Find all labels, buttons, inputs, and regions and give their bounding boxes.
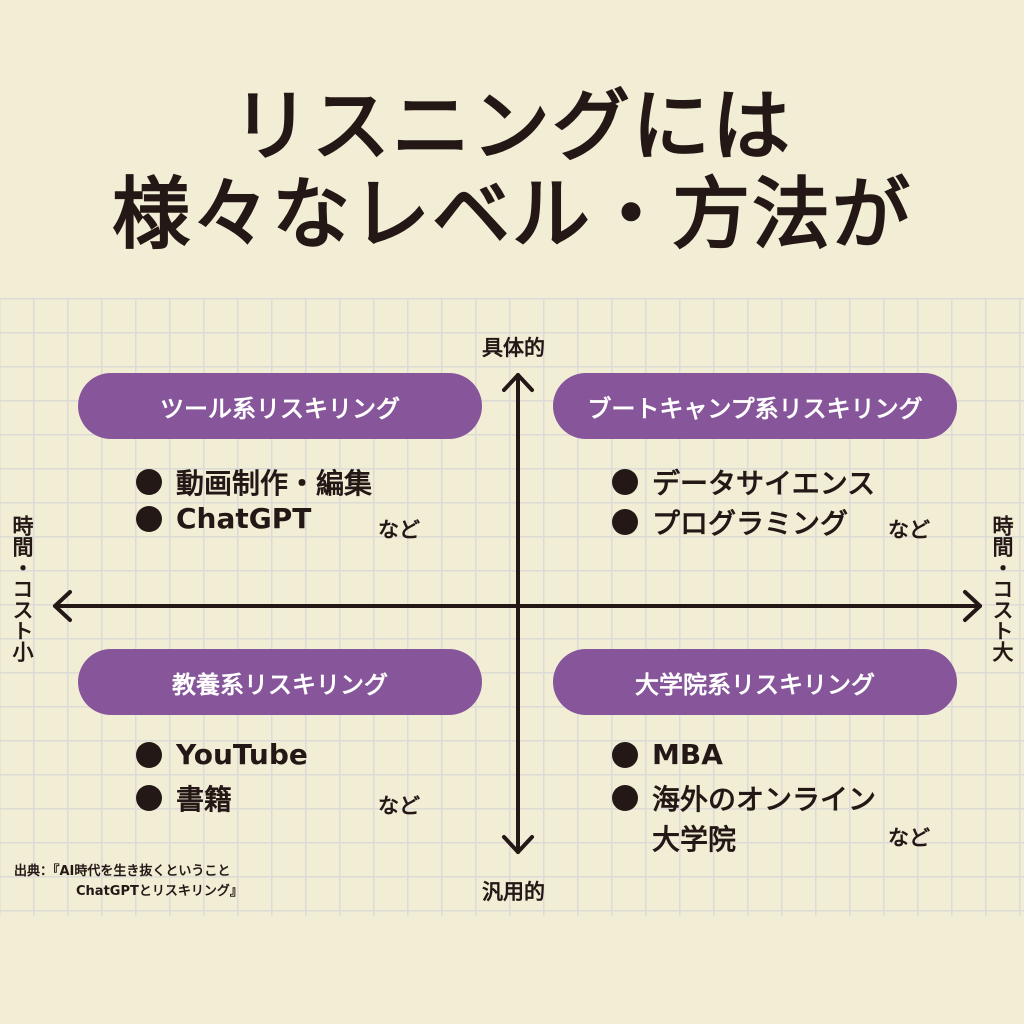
bullet-icon <box>612 469 638 495</box>
arrow-up-icon <box>502 373 534 392</box>
arrow-down-icon <box>502 835 534 854</box>
bullet-icon <box>136 785 162 811</box>
etc-label: など <box>888 518 930 542</box>
source-line-2: ChatGPTとリスキリング』 <box>76 884 243 899</box>
quadrant-label-bootcamp: ブートキャンプ系リスキリング <box>553 373 957 439</box>
axis-label-left: 時間・コスト小 <box>10 515 34 662</box>
item-text: データサイエンス <box>652 467 876 500</box>
title-line-2: 様々なレベル・方法が <box>111 170 912 260</box>
list-item: プログラミング <box>612 502 848 542</box>
etc-label: など <box>378 518 420 542</box>
list-item: 動画制作・編集 <box>136 462 372 502</box>
bullet-icon <box>136 469 162 495</box>
bullet-icon <box>136 741 162 768</box>
item-text: 動画制作・編集 <box>176 467 373 500</box>
etc-label: など <box>378 794 420 818</box>
list-item: MBA <box>612 738 723 771</box>
bullet-icon <box>612 509 638 535</box>
list-item-continuation: 大学院 <box>652 818 736 858</box>
list-item: 海外のオンライン <box>612 778 876 818</box>
item-text: YouTube <box>176 738 308 771</box>
item-text: 大学院 <box>652 823 737 856</box>
arrow-right-icon <box>963 590 982 622</box>
item-text: プログラミング <box>652 507 849 540</box>
item-text: 海外のオンライン <box>652 783 877 816</box>
quadrant-label-graduate: 大学院系リスキリング <box>553 649 957 715</box>
source-line-1: 出典：『AI時代を生き抜くということ <box>14 864 231 879</box>
list-item: ChatGPT <box>136 502 311 535</box>
item-text: ChatGPT <box>176 502 312 535</box>
bullet-icon <box>612 741 638 768</box>
axis-label-right: 時間・コスト大 <box>990 515 1014 662</box>
title-line-1: リスニングには <box>231 82 792 172</box>
source-citation: 出典：『AI時代を生き抜くということ ChatGPTとリスキリング』 <box>14 862 243 902</box>
item-text: MBA <box>652 738 723 771</box>
axis-label-bottom: 汎用的 <box>482 880 545 904</box>
bullet-icon <box>136 505 162 532</box>
item-text: 書籍 <box>176 783 233 816</box>
list-item: 書籍 <box>136 778 232 818</box>
arrow-left-icon <box>53 590 72 622</box>
axis-label-top: 具体的 <box>482 336 545 360</box>
list-item: YouTube <box>136 738 308 771</box>
etc-label: など <box>888 826 930 850</box>
quadrant-label-tool: ツール系リスキリング <box>78 373 482 439</box>
quadrant-label-liberal-arts: 教養系リスキリング <box>78 649 482 715</box>
bullet-icon <box>612 785 638 811</box>
list-item: データサイエンス <box>612 462 875 502</box>
